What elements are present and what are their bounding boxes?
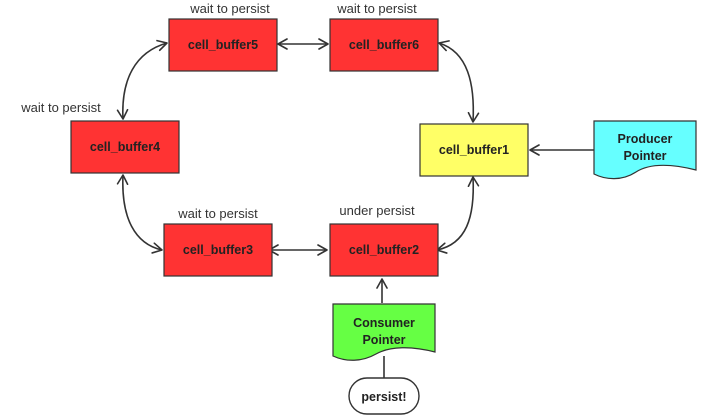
buffer-caption-3: wait to persist [177,206,258,221]
producer-label-line2: Pointer [623,149,666,163]
buffer-caption-2: under persist [339,203,415,218]
arrow-b1-b2 [436,176,480,254]
buffer-box-5: cell_buffer5 wait to persist [168,1,278,72]
consumer-label-line1: Consumer [353,316,415,330]
buffer-box-3: cell_buffer3 wait to persist [163,206,273,277]
buffer-box-1: cell_buffer1 [419,123,529,177]
buffer-caption-5: wait to persist [189,1,270,16]
persist-action: persist! [348,377,420,415]
buffer-label-3: cell_buffer3 [183,243,253,257]
persist-action-label: persist! [361,390,406,404]
buffer-label-6: cell_buffer6 [349,38,419,52]
buffer-box-6: cell_buffer6 wait to persist [329,1,439,72]
buffer-caption-4: wait to persist [20,100,101,115]
consumer-label-line2: Pointer [362,333,405,347]
arrow-b4-b3 [116,174,163,254]
connectors [116,38,594,378]
buffer-caption-6: wait to persist [336,1,417,16]
buffer-label-1: cell_buffer1 [439,143,509,157]
buffer-box-4: cell_buffer4 wait to persist [20,100,180,174]
arrow-b4-b5 [116,39,168,120]
producer-pointer: Producer Pointer [593,120,697,180]
buffer-label-4: cell_buffer4 [90,140,160,154]
buffer-label-2: cell_buffer2 [349,243,419,257]
consumer-pointer: Consumer Pointer [332,303,436,361]
buffer-label-5: cell_buffer5 [188,38,258,52]
producer-label-line1: Producer [618,132,673,146]
arrow-b6-b1 [438,40,480,123]
buffer-box-2: cell_buffer2 under persist [329,203,439,277]
